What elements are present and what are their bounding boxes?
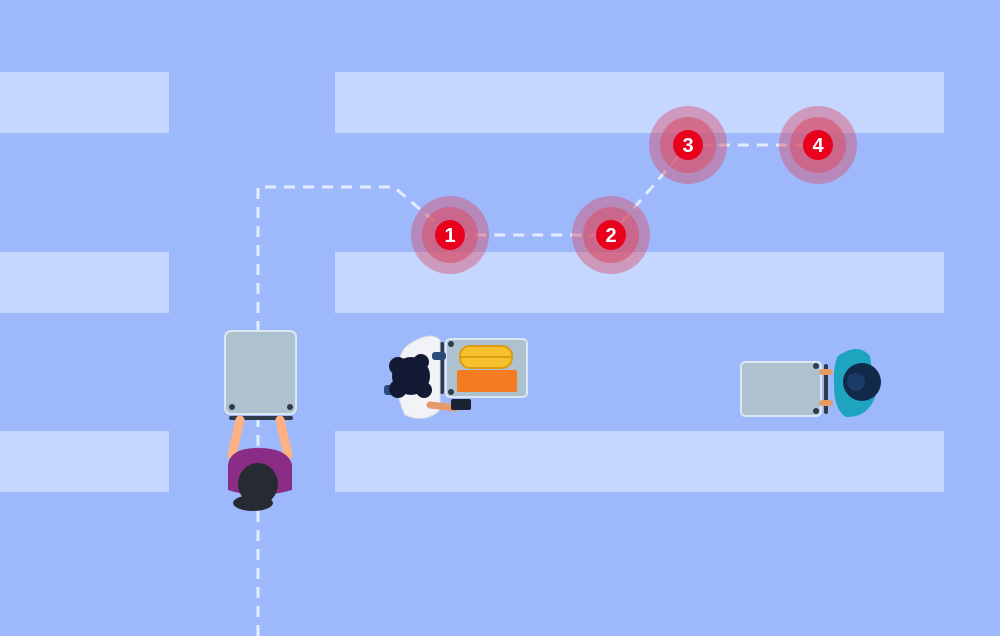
marker-4[interactable]: 4: [779, 106, 857, 184]
shopper-head-icon: [233, 463, 278, 511]
pink-shirt-shopper: [224, 330, 297, 511]
route-markers: 1 2 3 4: [411, 106, 857, 274]
shelf-right-bottom: [335, 431, 944, 492]
shopper-head-icon: [843, 363, 881, 401]
shopper-head-icon: [389, 354, 432, 398]
marker-2-label: 2: [605, 225, 616, 247]
shelf-right-middle: [335, 252, 944, 313]
marker-1-label: 1: [444, 225, 455, 247]
shopping-cart-icon: [440, 338, 528, 398]
orange-box-item: [457, 370, 517, 392]
marker-2[interactable]: 2: [572, 196, 650, 274]
marker-3[interactable]: 3: [649, 106, 727, 184]
marker-4-label: 4: [812, 135, 824, 157]
teal-jacket-shopper: [740, 349, 881, 418]
marker-1[interactable]: 1: [411, 196, 489, 274]
shopping-cart-icon: [740, 361, 828, 417]
shelf-right-top: [335, 72, 944, 133]
shelf-left-middle: [0, 252, 169, 313]
shopper-arm: [426, 401, 459, 412]
phone-icon: [451, 399, 471, 410]
marker-3-label: 3: [682, 135, 693, 157]
shelves: [0, 72, 944, 492]
shopping-cart-icon: [224, 330, 297, 420]
white-coat-shopper: [384, 335, 528, 420]
shelf-left-top: [0, 72, 169, 133]
shopper-arms: [227, 415, 293, 460]
shelf-left-bottom: [0, 431, 169, 492]
